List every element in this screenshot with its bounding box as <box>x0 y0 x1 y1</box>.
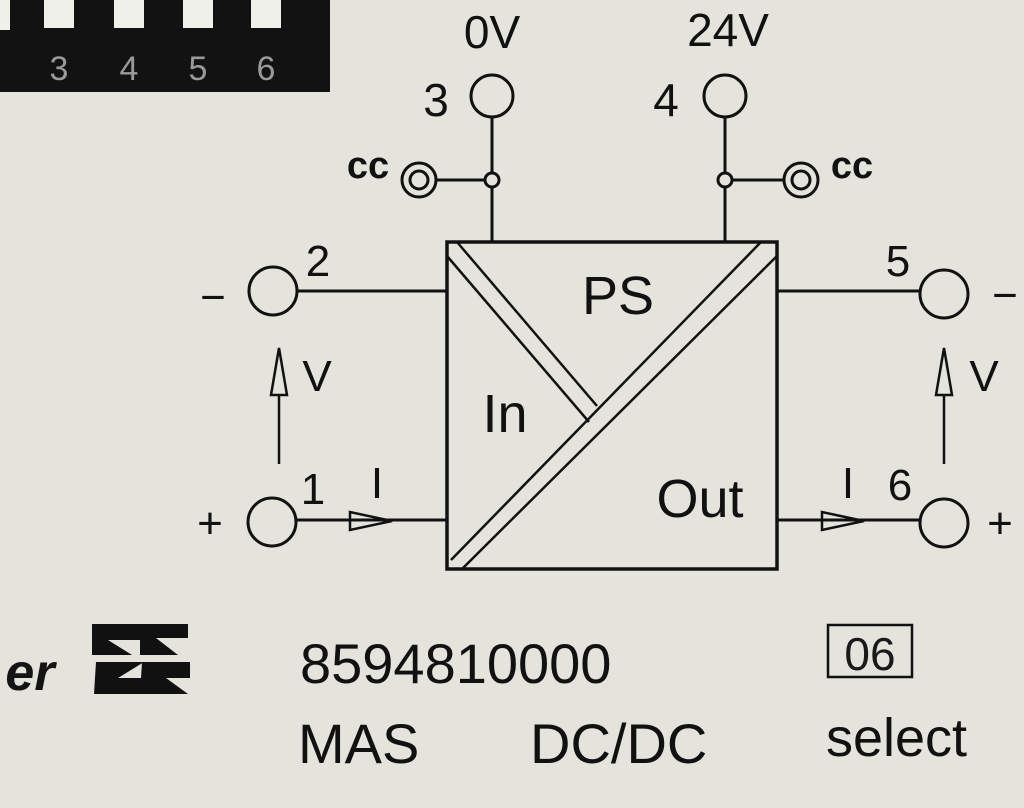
cc-label-left: cc <box>347 145 389 187</box>
switch-number-6: 6 <box>257 50 276 88</box>
terminal-number-6: 6 <box>888 461 912 510</box>
junction-dot-icon <box>483 171 501 189</box>
product-name: MAS <box>298 712 419 775</box>
output-terminals: 5 − V I 6 + <box>777 237 1018 549</box>
module-label-out: Out <box>656 469 743 529</box>
terminal-3-icon <box>469 73 515 119</box>
product-type: DC/DC <box>530 712 707 775</box>
terminal-6-icon <box>918 497 970 549</box>
code-box <box>826 623 914 679</box>
switch-key-6[interactable] <box>251 0 281 28</box>
terminal-4-icon <box>702 73 748 119</box>
module-label-ps: PS <box>582 266 654 326</box>
switch-key-3[interactable] <box>44 0 74 28</box>
input-current-label: I <box>371 459 383 508</box>
input-voltage-label: V <box>302 352 332 401</box>
input-terminals: − 2 V + 1 I <box>197 237 447 548</box>
module-label-in: In <box>482 384 527 444</box>
terminal-1-icon <box>246 496 298 548</box>
switch-key-5[interactable] <box>183 0 213 28</box>
cc-label-right: cc <box>831 145 873 187</box>
terminal-number-1: 1 <box>301 465 325 514</box>
output-minus-sign: − <box>992 271 1018 320</box>
switch-key-4[interactable] <box>114 0 144 28</box>
junction-dot-icon <box>716 171 734 189</box>
cc-terminal-icon <box>400 161 438 199</box>
terminal-5-icon <box>918 268 970 320</box>
cc-terminal-icon <box>782 161 820 199</box>
switch-number-5: 5 <box>189 50 208 88</box>
current-arrow-icon <box>348 510 393 532</box>
switch-number-4: 4 <box>120 50 139 88</box>
supply-terminal-3-group: 0V 3 cc <box>347 6 521 242</box>
terminal-number-2: 2 <box>306 237 330 286</box>
part-number: 8594810000 <box>300 632 611 695</box>
brand-logo-icon <box>92 624 190 694</box>
output-plus-sign: + <box>987 499 1013 548</box>
current-arrow-icon <box>820 510 865 532</box>
input-plus-sign: + <box>197 499 223 548</box>
select-label: select <box>826 708 967 768</box>
terminal-number-4: 4 <box>653 74 679 126</box>
output-current-label: I <box>842 459 854 508</box>
output-voltage-label: V <box>969 352 999 401</box>
voltage-arrow-icon <box>934 347 954 397</box>
supply-voltage-24v: 24V <box>687 4 769 56</box>
module-block: PS In Out <box>445 240 779 571</box>
supply-voltage-0v: 0V <box>464 6 521 58</box>
terminal-number-5: 5 <box>886 237 910 286</box>
terminal-2-icon <box>247 265 299 317</box>
footer: er 8594810000 MAS DC/DC 06 select <box>5 623 967 775</box>
boxed-code: 06 <box>844 628 895 680</box>
voltage-arrow-icon <box>269 347 289 397</box>
switch-number-3: 3 <box>50 50 69 88</box>
terminal-number-3: 3 <box>423 74 449 126</box>
input-minus-sign: − <box>200 273 226 322</box>
supply-terminal-4-group: 24V 4 cc <box>653 4 873 242</box>
dip-switch-bank: 3 4 5 6 <box>0 0 330 92</box>
brand-fragment: er <box>5 644 57 702</box>
